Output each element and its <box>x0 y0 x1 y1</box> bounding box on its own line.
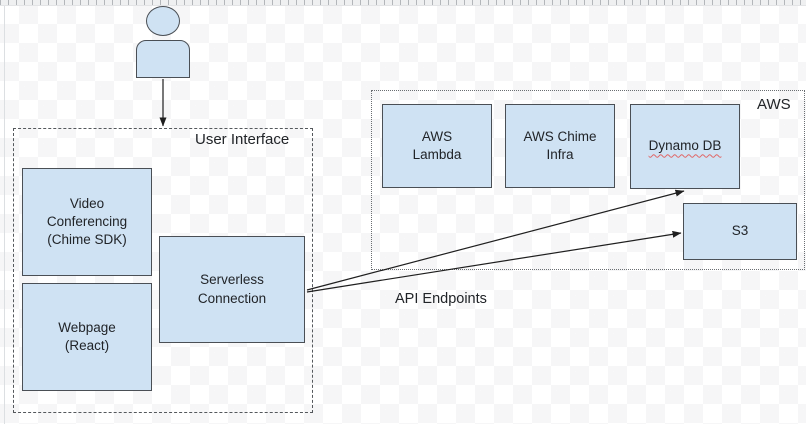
canvas-left-edge <box>4 6 5 424</box>
person-icon[interactable] <box>146 6 180 36</box>
api-endpoints-label: API Endpoints <box>395 291 487 307</box>
node-serverless-connection-label: Serverless Connection <box>197 272 267 306</box>
node-s3[interactable]: S3 <box>683 203 797 260</box>
node-video-conferencing[interactable]: Video Conferencing (Chime SDK) <box>22 168 152 276</box>
node-webpage-react[interactable]: Webpage (React) <box>22 283 152 391</box>
node-webpage-react-label: Webpage (React) <box>58 319 116 353</box>
node-aws-lambda-label: AWS Lambda <box>412 128 462 162</box>
node-video-conferencing-label: Video Conferencing (Chime SDK) <box>46 195 128 248</box>
node-aws-chime-infra-label: AWS Chime Infra <box>523 128 597 162</box>
node-serverless-connection[interactable]: Serverless Connection <box>159 236 305 343</box>
node-dynamo-db[interactable]: Dynamo DB <box>630 104 740 189</box>
aws-group-label: AWS <box>757 96 791 113</box>
node-aws-chime-infra[interactable]: AWS Chime Infra <box>505 104 615 188</box>
node-s3-label: S3 <box>731 223 749 239</box>
node-dynamo-db-label: Dynamo DB <box>648 138 722 154</box>
user-interface-group-label: User Interface <box>195 131 290 148</box>
node-aws-lambda[interactable]: AWS Lambda <box>382 104 492 188</box>
ruler <box>0 0 806 6</box>
person-icon-body[interactable] <box>136 40 190 78</box>
